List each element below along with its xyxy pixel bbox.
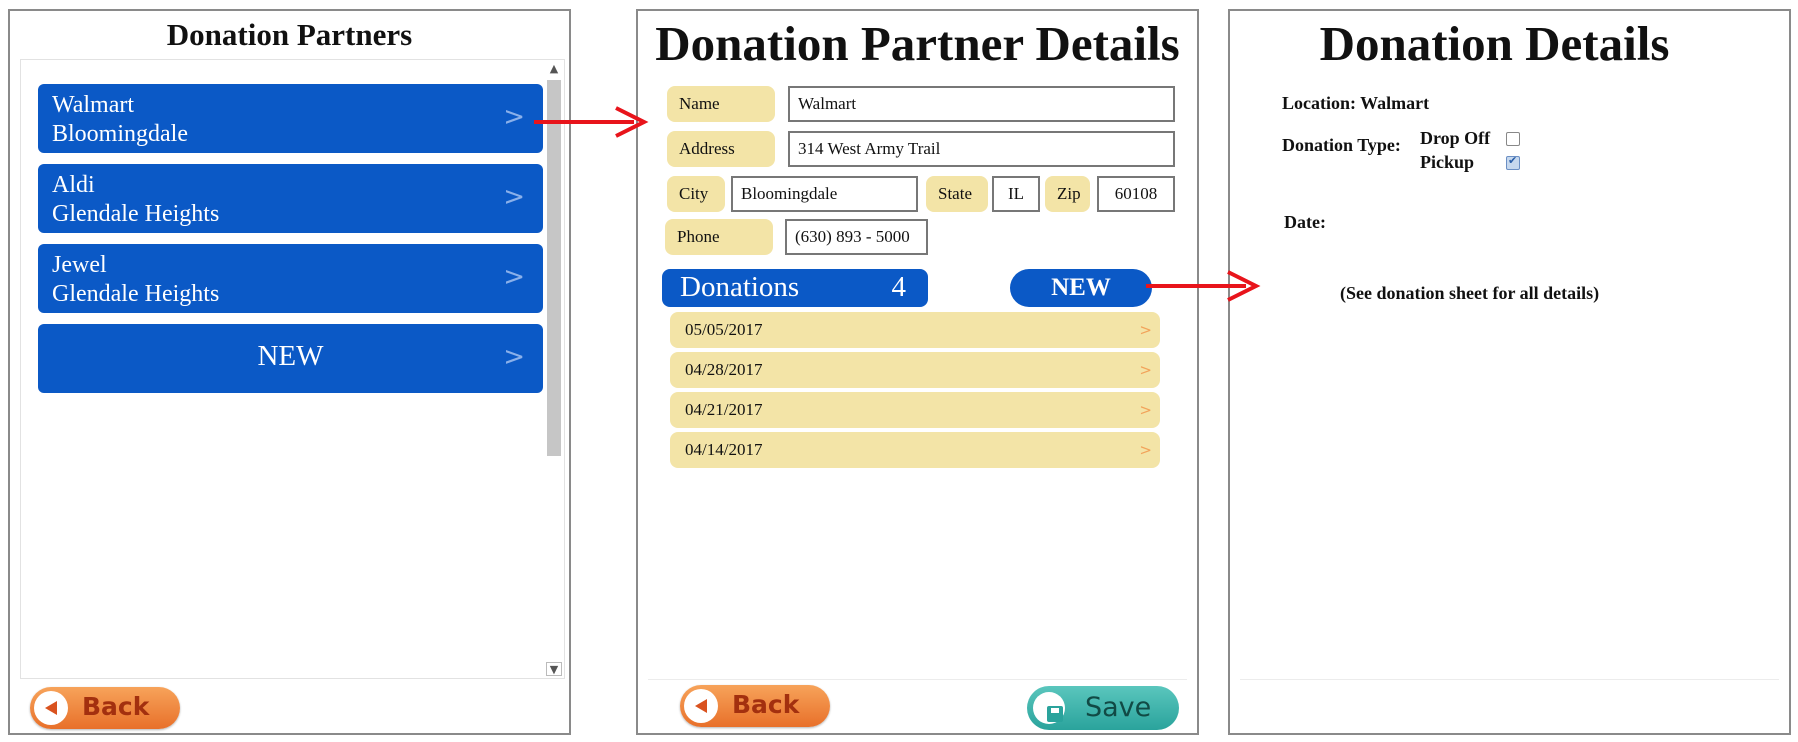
back-arrow-icon	[684, 689, 718, 723]
donation-date: 05/05/2017	[685, 320, 763, 339]
partner-details-panel: Donation Partner Details Name Walmart Ad…	[636, 9, 1199, 735]
save-disk-icon	[1033, 692, 1065, 724]
new-partner-button[interactable]: NEW >	[38, 324, 543, 393]
phone-field[interactable]: (630) 893 - 5000	[785, 219, 928, 255]
flow-arrow-icon	[534, 106, 649, 138]
address-field[interactable]: 314 West Army Trail	[788, 131, 1175, 167]
donation-date: 04/21/2017	[685, 400, 763, 419]
partner-item-aldi[interactable]: Aldi Glendale Heights >	[38, 164, 543, 233]
phone-label: Phone	[665, 219, 773, 255]
pickup-checkbox[interactable]	[1506, 154, 1520, 170]
chevron-right-icon: >	[1139, 401, 1152, 419]
donation-date: 04/28/2017	[685, 360, 763, 379]
donation-date: 04/14/2017	[685, 440, 763, 459]
flow-arrow-icon	[1146, 270, 1261, 302]
chevron-right-icon: >	[503, 102, 525, 132]
footer-divider	[1240, 679, 1779, 680]
partner-name: Jewel	[52, 252, 107, 278]
state-field[interactable]: IL	[992, 176, 1040, 212]
location-text: Location: Walmart	[1282, 93, 1430, 113]
zip-label: Zip	[1045, 176, 1090, 212]
chevron-right-icon: >	[503, 182, 525, 212]
chevron-right-icon: >	[503, 342, 525, 372]
page-title: Donation Details	[1319, 16, 1670, 71]
donation-partners-panel: Donation Partners Walmart Bloomingdale >…	[8, 9, 571, 735]
scroll-down-icon[interactable]: ▼	[546, 662, 562, 676]
chevron-right-icon: >	[1139, 321, 1152, 339]
donation-type-label: Donation Type:	[1282, 135, 1401, 155]
page-title: Donation Partners	[166, 17, 413, 52]
back-button-label: Back	[82, 692, 150, 721]
pickup-label: Pickup	[1420, 152, 1475, 172]
page-title: Donation Partner Details	[655, 16, 1180, 71]
name-label: Name	[667, 86, 775, 122]
donation-row[interactable]: 05/05/2017 >	[670, 312, 1160, 348]
partner-location: Glendale Heights	[52, 281, 220, 307]
donations-header: Donations 4	[662, 269, 928, 307]
save-button-label: Save	[1085, 692, 1152, 723]
save-button[interactable]: Save	[1027, 686, 1179, 730]
chevron-right-icon: >	[503, 262, 525, 292]
footer-divider	[648, 679, 1187, 680]
back-arrow-icon	[34, 691, 68, 725]
details-note: (See donation sheet for all details)	[1340, 283, 1600, 303]
back-button-label: Back	[732, 690, 800, 719]
address-label: Address	[667, 131, 775, 167]
new-partner-label: NEW	[257, 340, 324, 372]
name-field[interactable]: Walmart	[788, 86, 1175, 122]
donations-count: 4	[891, 271, 907, 303]
chevron-right-icon: >	[1139, 441, 1152, 459]
back-button[interactable]: Back	[30, 687, 180, 729]
date-label: Date:	[1284, 212, 1326, 232]
donation-row[interactable]: 04/14/2017 >	[670, 432, 1160, 468]
partners-list: Walmart Bloomingdale > Aldi Glendale Hei…	[20, 59, 565, 679]
partner-item-jewel[interactable]: Jewel Glendale Heights >	[38, 244, 543, 313]
scroll-up-icon[interactable]: ▲	[549, 62, 559, 75]
donation-details-panel: Donation Details Location: Walmart Donat…	[1228, 9, 1791, 735]
scrollbar-thumb[interactable]	[547, 80, 561, 456]
drop-off-label: Drop Off	[1420, 128, 1491, 148]
donation-row[interactable]: 04/28/2017 >	[670, 352, 1160, 388]
city-field[interactable]: Bloomingdale	[731, 176, 918, 212]
zip-field[interactable]: 60108	[1097, 176, 1175, 212]
donation-row[interactable]: 04/21/2017 >	[670, 392, 1160, 428]
state-label: State	[926, 176, 988, 212]
partner-location: Glendale Heights	[52, 201, 220, 227]
vertical-scrollbar[interactable]: ▲ ▼	[546, 62, 562, 676]
partner-name: Walmart	[52, 92, 135, 118]
new-donation-button[interactable]: NEW	[1010, 269, 1152, 307]
partner-name: Aldi	[52, 172, 95, 198]
donations-title: Donations	[680, 271, 800, 303]
back-button[interactable]: Back	[680, 685, 830, 727]
partner-item-walmart[interactable]: Walmart Bloomingdale >	[38, 84, 543, 153]
drop-off-checkbox[interactable]	[1506, 132, 1520, 146]
partner-location: Bloomingdale	[52, 121, 188, 147]
city-label: City	[667, 176, 725, 212]
chevron-right-icon: >	[1139, 361, 1152, 379]
